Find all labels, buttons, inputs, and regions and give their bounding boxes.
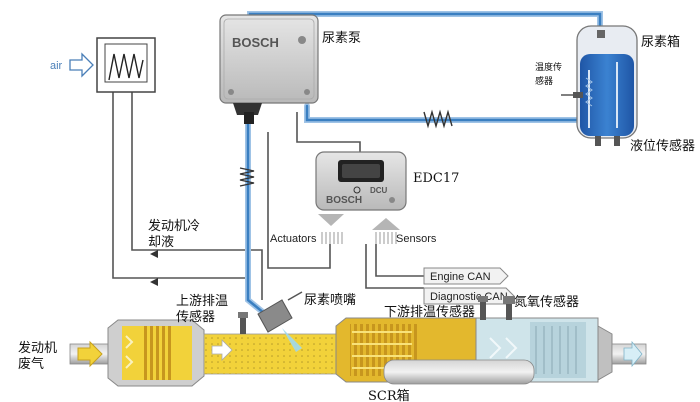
- pump-brand: BOSCH: [232, 35, 279, 50]
- dcu-label: DCU: [370, 186, 388, 195]
- coolant-label-line1: 发动机冷: [148, 218, 200, 234]
- exhaust-system: [69, 296, 647, 387]
- edc17-ecu: [315, 151, 407, 211]
- sensors-label: Sensors: [396, 233, 437, 245]
- actuators-label: Actuators: [270, 233, 317, 245]
- urea-injector: [257, 291, 303, 352]
- temp-sensor-label-line2: 感器: [535, 75, 553, 87]
- engine-can-label: Engine CAN: [430, 271, 491, 283]
- urea-tank-label: 尿素箱: [641, 34, 680, 50]
- injector-label: 尿素喷嘴: [304, 293, 356, 308]
- air-inlet-arrow-icon: [69, 52, 94, 78]
- downstream-temp-label: 下游排温传感器: [384, 304, 475, 320]
- exhaust-label-line2: 废气: [18, 356, 44, 372]
- sensors-arrow-icon: [372, 218, 400, 244]
- coolant-label-line2: 却液: [148, 235, 174, 250]
- nox-sensor-label: 氮氧传感器: [514, 294, 579, 310]
- diagnostic-can-label: Diagnostic CAN: [430, 291, 508, 303]
- exhaust-label-line1: 发动机: [18, 340, 57, 356]
- actuators-arrow-icon: [318, 214, 344, 244]
- edc17-label: EDC17: [413, 171, 459, 186]
- coolant-arrow-icons: [150, 250, 158, 286]
- ecu-brand: BOSCH: [326, 195, 362, 206]
- level-sensor-label: 液位传感器: [630, 138, 695, 154]
- air-heat-exchanger: [96, 37, 156, 93]
- temp-sensor-label-line1: 温度传: [535, 61, 562, 73]
- line-heater-coils: [239, 109, 453, 187]
- urea-tank: [561, 25, 638, 146]
- urea-pump-label: 尿素泵: [322, 31, 361, 46]
- upstream-temp-label-line2: 传感器: [176, 309, 215, 325]
- air-label: air: [50, 60, 63, 72]
- scr-label: SCR箱: [368, 388, 410, 402]
- urea-pump: [219, 14, 319, 124]
- engine-can-tag: [423, 267, 509, 285]
- exhaust-inlet-arrow-icon: [77, 340, 103, 368]
- upstream-temp-label-line1: 上游排温: [176, 294, 228, 309]
